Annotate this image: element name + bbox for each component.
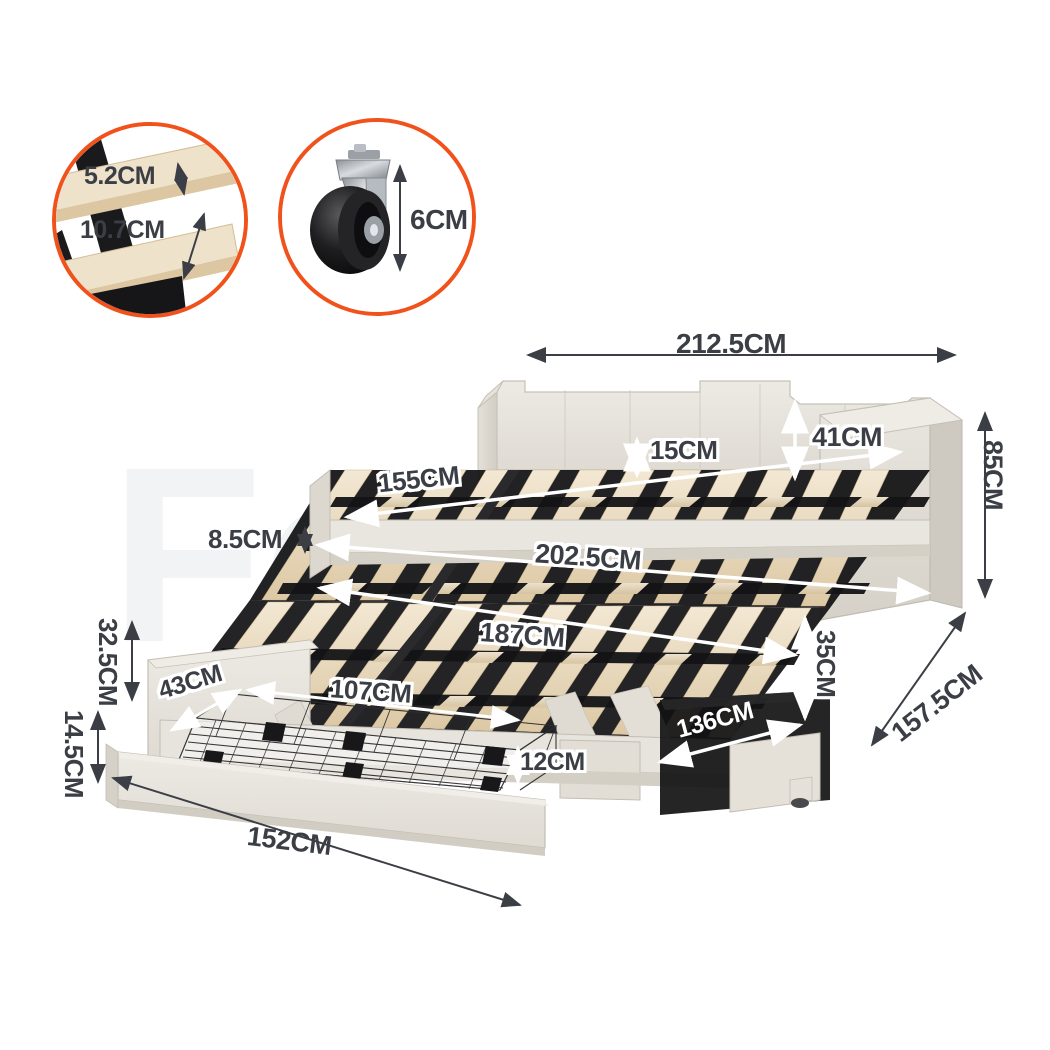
dimension-label-drawer-height: 12CM <box>520 748 585 776</box>
dimension-label-backrest-height: 41CM <box>812 422 883 452</box>
dimension-label-rail-thickness: 8.5CM <box>208 524 283 554</box>
slat-width-label: 5.2CM <box>84 162 156 190</box>
dimension-label-drawer-inner-length: 107CM <box>329 673 413 709</box>
caster-wheel-callout: 6CM <box>278 118 476 316</box>
dimension-label-top-mattress-length: 202.5CM <box>534 538 643 576</box>
dimension-label-overall-depth: 157.5CM <box>885 658 988 748</box>
dimension-label-drawer-front-length: 152CM <box>245 820 334 862</box>
dimension-label-trundle-clearance: 14.5CM <box>59 710 89 799</box>
caster-height-label: 6CM <box>410 204 468 235</box>
watermark-text: Fo <box>110 415 416 694</box>
slat-dimension-callout: 5.2CM 10.7CM <box>52 122 248 318</box>
dimension-label-trundle-length: 187CM <box>479 617 566 653</box>
dimension-label-trundle-depth: 136CM <box>673 696 757 744</box>
slat-callout-art <box>56 126 244 314</box>
dimension-label-trundle-frame-height: 32.5CM <box>93 618 123 707</box>
dimension-label-overall-height: 85CM <box>978 440 1008 511</box>
dimension-label-slat-to-rail: 15CM <box>650 435 718 465</box>
dimension-label-frame-bottom-height: 35CM <box>811 630 841 698</box>
dimension-label-overall-length: 212.5CM <box>676 328 787 359</box>
slat-gap-label: 10.7CM <box>80 216 165 244</box>
caster-callout-art <box>282 122 472 312</box>
